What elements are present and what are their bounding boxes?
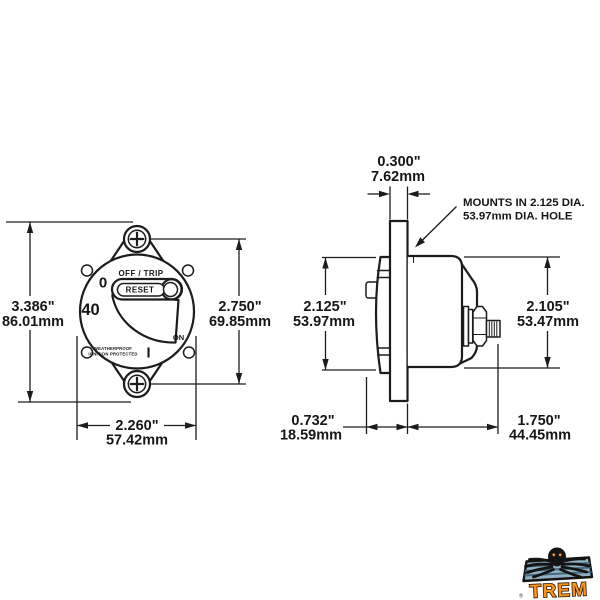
reset-label: RESET: [126, 286, 155, 295]
dim-rear-depth-in: 0.732": [291, 413, 334, 429]
dim-front-depth-in: 1.750": [517, 413, 560, 429]
dim-bezel-height-mm: 69.85mm: [209, 314, 271, 330]
octopus-eye: [552, 553, 556, 557]
reset-button: [162, 281, 179, 298]
corner-hole: [80, 264, 94, 277]
dim-rear-height-mm: 53.97mm: [293, 314, 355, 330]
on-label: ON: [173, 333, 184, 342]
octopus-icon: [524, 557, 591, 579]
rear-body: [374, 255, 392, 375]
octopus-eye: [558, 553, 562, 557]
mounting-panel: [388, 219, 409, 403]
mounting-screw-top: [122, 224, 152, 254]
dim-panel-thickness-in: 0.300": [377, 154, 420, 170]
corner-hole: [181, 264, 195, 277]
off-symbol: 0: [99, 275, 107, 292]
side-view: MOUNTS IN 2.125 DIA. 53.97mm DIA. HOLE: [365, 197, 585, 403]
mount-note-leader: [418, 206, 457, 244]
dim-overall-height-in: 3.386": [11, 299, 54, 315]
on-symbol: I: [146, 346, 150, 362]
amp-rating: 40: [81, 301, 99, 319]
registered-mark: ®: [519, 593, 523, 600]
dim-rear-depth-mm: 18.59mm: [280, 428, 342, 444]
dim-overall-height-mm: 86.01mm: [2, 314, 64, 330]
front-view-dimensions: 3.386" 86.01mm 2.750" 69.85mm 2.260" 57.…: [2, 221, 271, 449]
lever-wedge: [111, 293, 180, 344]
threaded-stud: [485, 319, 501, 338]
mount-note-line1: MOUNTS IN 2.125 DIA.: [463, 197, 585, 209]
dim-bezel-height-in: 2.750": [218, 299, 261, 315]
logo-brand-text: TREM: [529, 579, 589, 600]
dim-front-depth-mm: 44.45mm: [509, 428, 571, 444]
side-view-dimensions: 0.300" 7.62mm 2.125" 53.97mm 2.105" 53.4…: [280, 154, 579, 444]
dim-overall-width-in: 2.260": [115, 418, 158, 434]
corner-hole: [182, 346, 196, 359]
ignition-protected-label: IGNITION PROTECTED: [88, 352, 137, 357]
dim-overall-width-mm: 57.42mm: [106, 433, 168, 449]
corner-hole: [80, 346, 94, 359]
dim-rear-height-in: 2.125": [303, 299, 346, 315]
front-view: OFF / TRIP 0 RESET 40 ON I WEATHERPROOF …: [78, 224, 196, 399]
mount-note-line2: 53.97mm DIA. HOLE: [463, 211, 573, 223]
off-trip-label: OFF / TRIP: [119, 269, 164, 278]
front-body: [406, 254, 464, 369]
dim-body-height-mm: 53.47mm: [517, 314, 579, 330]
terminal-stud: [462, 305, 501, 347]
dim-body-height-in: 2.105": [526, 299, 569, 315]
mounting-screw-bottom: [122, 369, 152, 399]
weatherproof-label: WEATHERPROOF: [94, 346, 132, 351]
trem-logo: TREM ®: [519, 547, 594, 600]
dim-panel-thickness-mm: 7.62mm: [371, 169, 425, 185]
hex-nut: [472, 305, 488, 347]
reset-lever: [110, 277, 184, 301]
